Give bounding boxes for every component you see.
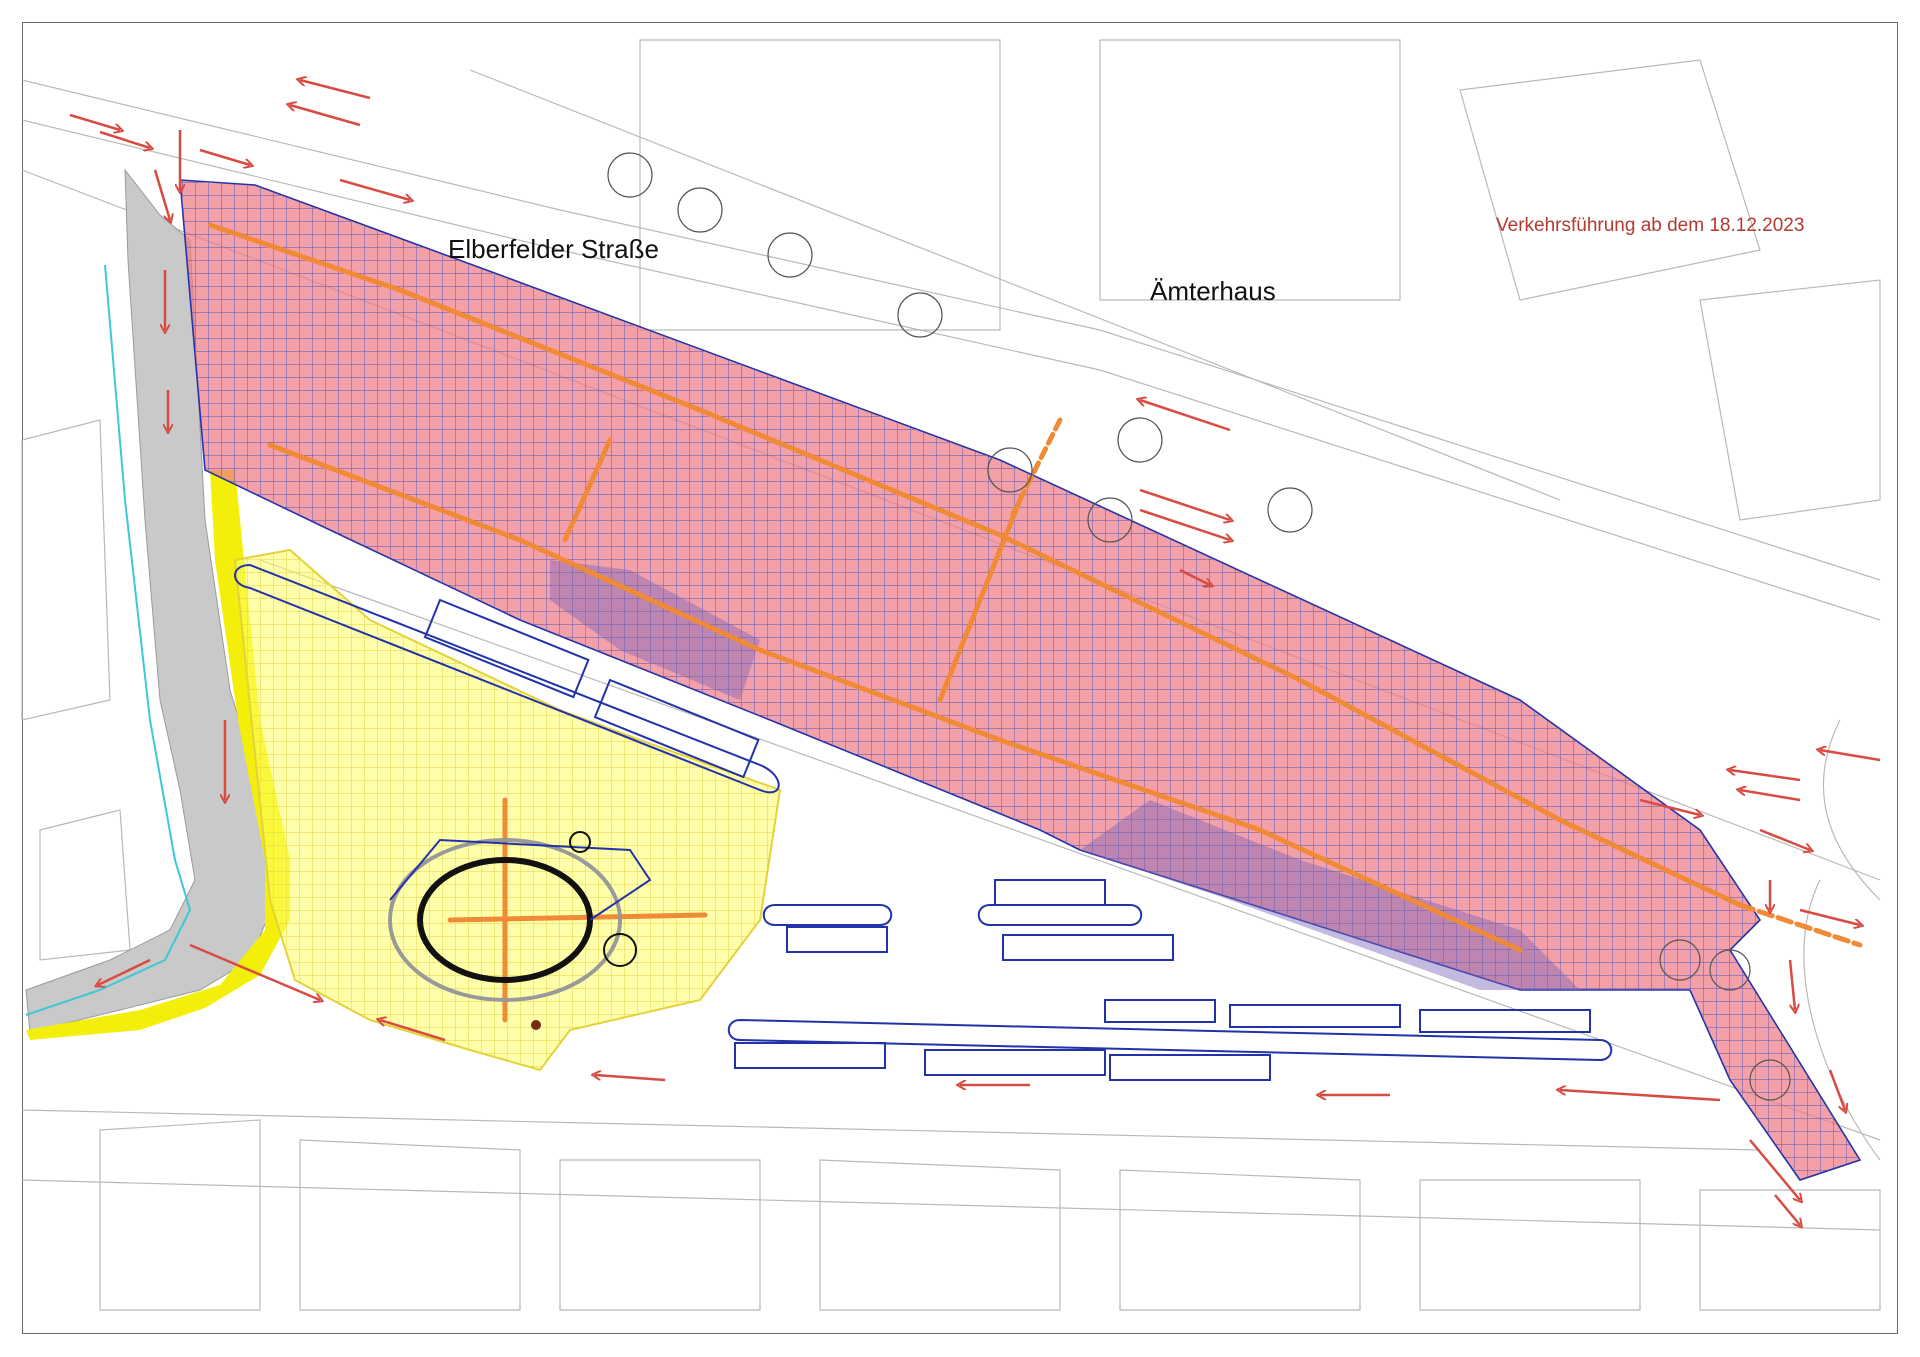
- bypass-road: [25, 168, 276, 1033]
- bus-shelters: [234, 563, 1613, 1081]
- overlay-patch-west: [550, 560, 760, 700]
- cycle-lane: [25, 264, 192, 1016]
- tree-symbols: [607, 152, 1791, 1101]
- sidewalk-path: [26, 470, 290, 1040]
- central-shaft: [388, 831, 652, 1030]
- traffic-direction-arrows: [69, 80, 1881, 1225]
- building-label: Ämterhaus: [1150, 276, 1276, 306]
- traffic-note: Verkehrsführung ab dem 18.12.2023: [1496, 215, 1805, 236]
- overlay-patch-east: [1080, 800, 1580, 990]
- pipeline-route: [207, 222, 1863, 1023]
- street-label: Elberfelder Straße: [448, 234, 659, 264]
